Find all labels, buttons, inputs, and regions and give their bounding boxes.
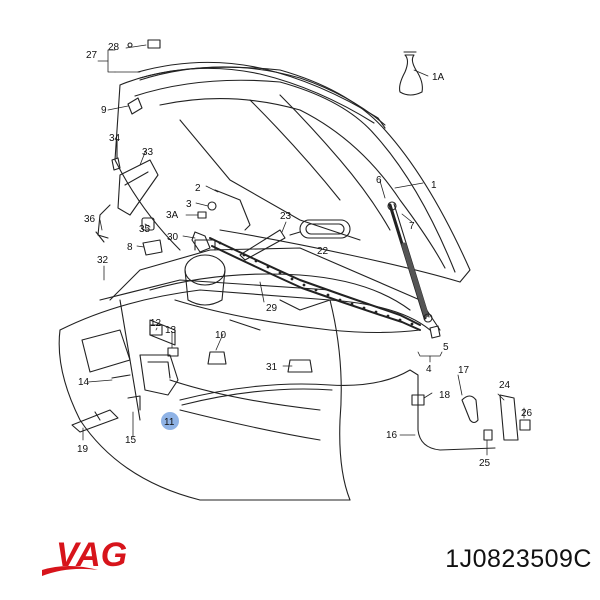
vag-logo: VAG xyxy=(42,536,127,576)
callout-15: 15 xyxy=(125,435,137,446)
callout-3a: 3A xyxy=(166,210,179,221)
logo-text: VAG xyxy=(56,536,127,574)
release-cable xyxy=(179,369,496,451)
highlighted-part-11 xyxy=(161,412,179,430)
callout-8: 8 xyxy=(127,242,133,253)
part-number: 1J0823509C xyxy=(445,545,592,573)
hinge-bracket xyxy=(95,139,159,243)
callout-1: 1 xyxy=(431,180,437,191)
small-parts xyxy=(127,39,251,256)
callout-6: 6 xyxy=(376,175,382,186)
engine-bay xyxy=(109,239,441,346)
callout-9: 9 xyxy=(101,105,107,116)
leader-lines xyxy=(82,44,525,456)
callout-28: 28 xyxy=(108,42,120,53)
callout-1a: 1A xyxy=(432,72,445,83)
callout-34: 34 xyxy=(109,133,121,144)
callout-3: 3 xyxy=(186,199,192,210)
callout-labels: 27 28 9 34 33 2 3 3A 36 35 30 8 32 23 22… xyxy=(77,42,533,469)
callout-12: 12 xyxy=(150,318,162,329)
callout-17: 17 xyxy=(458,365,470,376)
rubber-buffers xyxy=(207,325,441,373)
callout-33: 33 xyxy=(142,147,154,158)
callout-22: 22 xyxy=(317,246,329,257)
callout-11: 11 xyxy=(164,417,175,428)
callout-5: 5 xyxy=(443,342,449,353)
callout-27: 27 xyxy=(86,50,98,61)
release-lever xyxy=(411,394,531,441)
gas-strut xyxy=(387,201,433,323)
callout-2: 2 xyxy=(195,183,201,194)
callout-14: 14 xyxy=(78,377,90,388)
callout-24: 24 xyxy=(499,380,511,391)
rubber-cap xyxy=(399,51,423,96)
interior-light xyxy=(299,219,351,239)
logo-swoosh xyxy=(42,566,98,576)
callout-25: 25 xyxy=(479,458,491,469)
hood-prop-rod xyxy=(239,229,301,261)
seal-strip-dots xyxy=(218,241,414,326)
callout-35: 35 xyxy=(139,224,151,235)
callout-31: 31 xyxy=(266,362,278,373)
callout-30: 30 xyxy=(167,232,179,243)
car-body-outline xyxy=(58,279,431,501)
callout-10: 10 xyxy=(215,330,227,341)
hood-panel xyxy=(114,66,471,283)
callout-7: 7 xyxy=(409,221,415,232)
callout-23: 23 xyxy=(280,211,292,222)
callout-26: 26 xyxy=(521,408,533,419)
callout-29: 29 xyxy=(266,303,278,314)
callout-36: 36 xyxy=(84,214,96,225)
hood-latch xyxy=(71,324,179,433)
callout-16: 16 xyxy=(386,430,398,441)
callout-13: 13 xyxy=(165,325,177,336)
callout-4: 4 xyxy=(426,364,432,375)
hood-seal-strip xyxy=(137,61,386,129)
callout-32: 32 xyxy=(97,255,109,266)
callout-18: 18 xyxy=(439,390,451,401)
callout-19: 19 xyxy=(77,444,89,455)
